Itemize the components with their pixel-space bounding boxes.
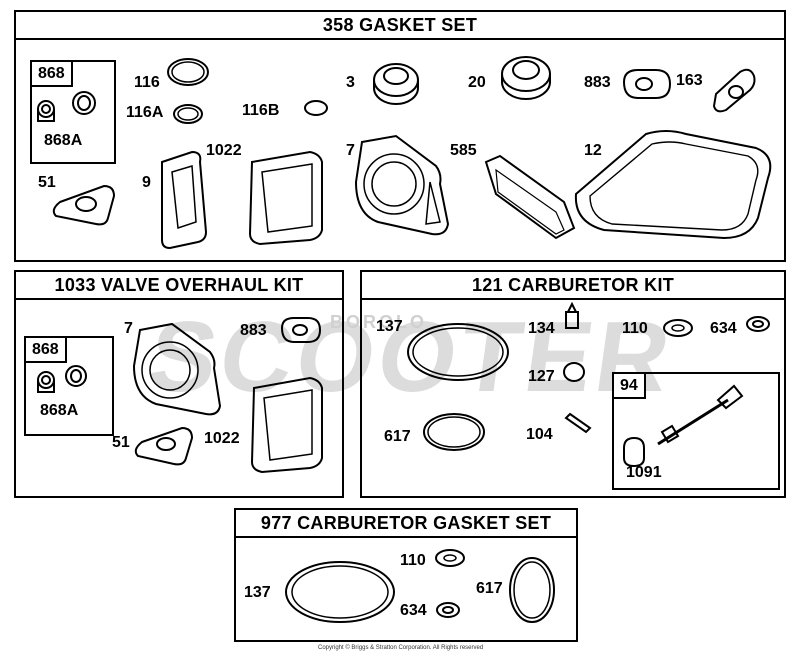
crankcase-gasket-12-icon <box>574 130 772 240</box>
seat-127-icon <box>563 362 585 382</box>
label-868a: 868A <box>40 402 79 419</box>
head-gasket-7-icon <box>132 322 222 416</box>
gasket-585-icon <box>484 154 576 240</box>
seal-634-icon <box>746 316 770 332</box>
valve-seal-icon <box>37 100 55 122</box>
gasket-1022-icon <box>248 150 323 246</box>
label-634: 634 <box>400 602 427 619</box>
oil-seal-3-icon <box>373 63 419 105</box>
o-ring-110-icon <box>435 549 465 567</box>
panel-carburetor-kit: 121 CARBURETOR KIT 94 137 134 110 634 12… <box>360 270 786 498</box>
o-ring-116-icon <box>167 58 209 86</box>
label-12: 12 <box>584 142 602 159</box>
panel-carburetor-gasket-set: 977 CARBURETOR GASKET SET 137 110 617 63… <box>234 508 578 642</box>
label-51: 51 <box>38 174 56 191</box>
gasket-1022-icon <box>250 376 323 474</box>
sub-box-title: 868 <box>26 338 67 363</box>
valve-seal-icon <box>37 371 55 393</box>
label-116: 116 <box>134 74 160 91</box>
label-883: 883 <box>584 74 611 91</box>
o-ring-116a-icon <box>173 104 203 124</box>
label-1022: 1022 <box>206 142 242 159</box>
sub-box-868: 868 <box>30 60 116 164</box>
valve-seal-ring-icon <box>72 91 96 115</box>
label-163: 163 <box>676 72 703 89</box>
carb-gasket-set-drawings <box>285 549 555 623</box>
panel-title: 358 GASKET SET <box>16 12 784 40</box>
sub-box-title: 94 <box>614 374 646 399</box>
label-20: 20 <box>468 74 486 91</box>
o-ring-116b-icon <box>304 100 328 116</box>
label-134: 134 <box>528 320 555 337</box>
label-883: 883 <box>240 322 267 339</box>
label-617: 617 <box>476 580 503 597</box>
label-617: 617 <box>384 428 411 445</box>
gasket-163-icon <box>712 68 756 113</box>
gasket-set-drawings <box>37 56 772 250</box>
bowl-gasket-137-icon <box>407 323 509 381</box>
label-137: 137 <box>376 318 403 335</box>
panel-valve-overhaul-kit: 1033 VALVE OVERHAUL KIT 868 868A 7 883 <box>14 270 344 498</box>
label-1091: 1091 <box>626 464 662 481</box>
sub-box-94: 94 <box>612 372 780 490</box>
sub-box-title: 868 <box>32 62 73 87</box>
gasket-51-icon <box>52 184 116 226</box>
valve-seal-ring-icon <box>65 365 87 387</box>
gasket-51-icon <box>134 426 194 466</box>
seal-634-icon <box>436 602 460 618</box>
needle-valve-134-icon <box>565 301 579 329</box>
panel-title: 1033 VALVE OVERHAUL KIT <box>16 272 342 300</box>
valve-kit-drawings <box>37 317 323 474</box>
label-1022: 1022 <box>204 430 240 447</box>
label-137: 137 <box>244 584 271 601</box>
pin-104-icon <box>564 412 592 434</box>
label-7: 7 <box>346 142 355 159</box>
carburetor-kit-drawings <box>407 301 770 468</box>
gasket-883-icon <box>622 69 672 99</box>
label-116a: 116A <box>126 104 164 121</box>
label-7: 7 <box>124 320 133 337</box>
head-gasket-7-icon <box>354 134 450 236</box>
label-9: 9 <box>142 174 151 191</box>
label-585: 585 <box>450 142 477 159</box>
label-127: 127 <box>528 368 555 385</box>
gasket-883-icon <box>280 317 322 343</box>
copyright: Copyright © Briggs & Stratton Corporatio… <box>318 645 484 651</box>
mixture-screw-1091-icon <box>623 384 744 468</box>
label-110: 110 <box>400 552 426 569</box>
o-ring-617-icon <box>423 413 485 451</box>
label-104: 104 <box>526 426 553 443</box>
label-634: 634 <box>710 320 737 337</box>
label-116b: 116B <box>242 102 280 119</box>
oil-seal-20-icon <box>501 56 551 100</box>
o-ring-110-icon <box>663 319 693 337</box>
panel-gasket-set: 358 GASKET SET 868 <box>14 10 786 262</box>
label-110: 110 <box>622 320 648 337</box>
label-51: 51 <box>112 434 130 451</box>
watermark-subtext: BOROLO <box>330 312 427 332</box>
label-3: 3 <box>346 74 355 91</box>
panel-title: 121 CARBURETOR KIT <box>362 272 784 300</box>
o-ring-617-icon <box>509 557 555 623</box>
sub-box-868: 868 <box>24 336 114 436</box>
label-868a: 868A <box>44 132 83 149</box>
gasket-9-icon <box>161 150 208 250</box>
panel-title: 977 CARBURETOR GASKET SET <box>236 510 576 538</box>
bowl-gasket-137-icon <box>285 561 395 623</box>
